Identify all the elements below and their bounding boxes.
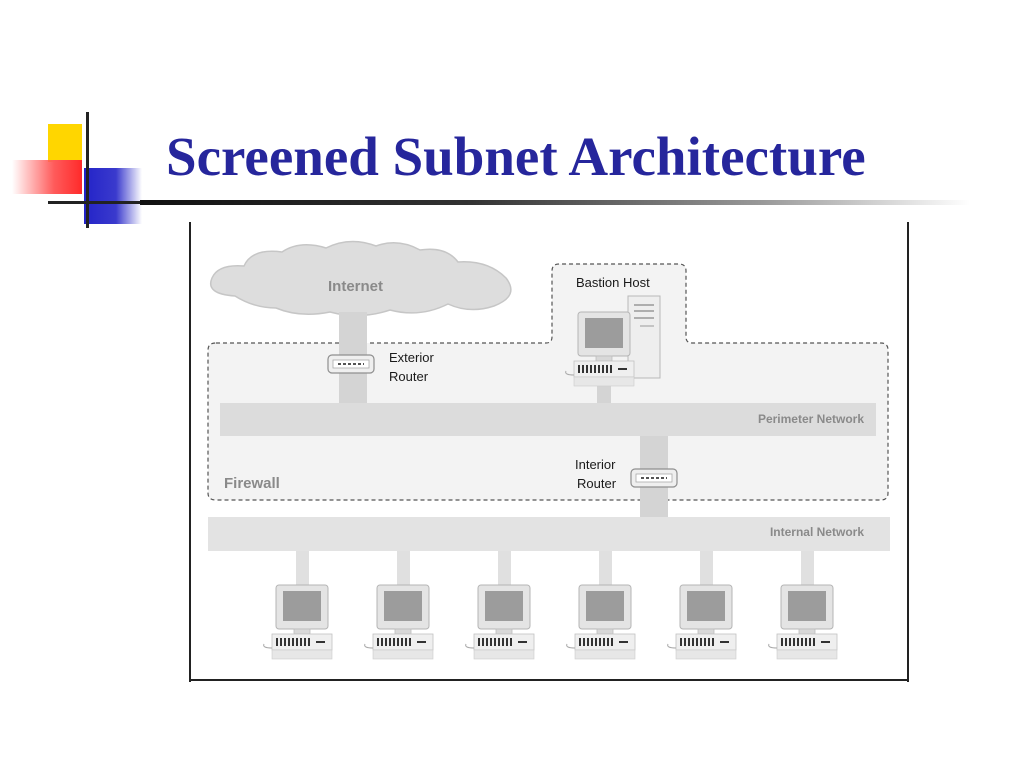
exterior-router-label-line1: Exterior (389, 350, 434, 365)
internal-network-label: Internal Network (770, 525, 864, 539)
logo-yellow-square (48, 124, 82, 162)
internal-host-icon (566, 584, 636, 660)
interior-router-label-line1: Interior (575, 457, 616, 472)
firewall-label: Firewall (224, 475, 280, 492)
interior-router-icon (630, 468, 678, 488)
diagram-frame-left (189, 222, 191, 682)
diagram-frame-bottom (189, 679, 909, 681)
perimeter-network-bar (220, 403, 876, 436)
perimeter-network-label: Perimeter Network (758, 412, 864, 426)
logo-blue-square (84, 168, 142, 224)
exterior-router-icon (327, 354, 375, 374)
internal-host-icon (465, 584, 535, 660)
internal-host-icon (263, 584, 333, 660)
slide-logo (0, 0, 150, 240)
diagram-frame-right (907, 222, 909, 682)
logo-red-square (12, 160, 82, 194)
internal-host-links (296, 551, 814, 585)
internal-host-icon (768, 584, 838, 660)
title-underline (140, 200, 970, 205)
logo-vertical-line (86, 112, 89, 228)
logo-horizontal-line (48, 201, 140, 204)
internet-label: Internet (328, 278, 383, 295)
bastion-link (597, 384, 611, 404)
internal-host-icon (364, 584, 434, 660)
internal-host-icon (667, 584, 737, 660)
bastion-host-label: Bastion Host (576, 275, 650, 290)
internal-network-bar (208, 517, 890, 551)
slide-title: Screened Subnet Architecture (166, 126, 866, 187)
exterior-router-label-line2: Router (389, 369, 429, 384)
firewall-zone (207, 263, 889, 501)
interior-router-label-line2: Router (577, 476, 617, 491)
bastion-host-icon (565, 295, 661, 387)
